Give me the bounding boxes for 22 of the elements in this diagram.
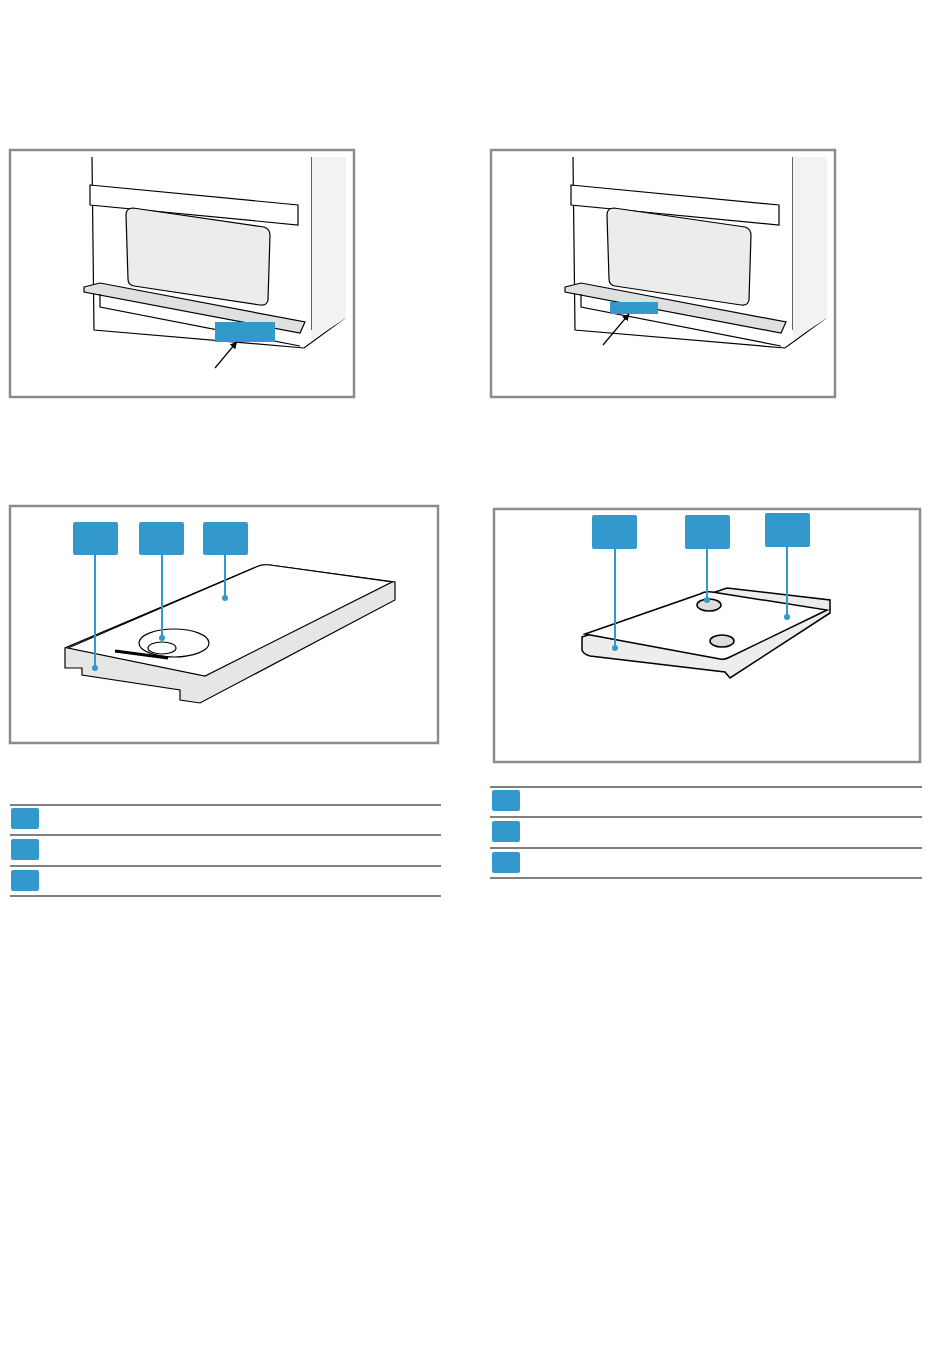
leader-line xyxy=(704,548,710,603)
callout-box xyxy=(11,808,39,829)
leader-line xyxy=(612,548,618,651)
arrow xyxy=(602,313,630,346)
leader-line xyxy=(159,554,165,641)
callout-box xyxy=(492,790,520,811)
leader-line xyxy=(222,554,228,601)
callout-box xyxy=(592,515,637,549)
highlighted-part xyxy=(610,302,658,314)
callout-box xyxy=(73,522,118,555)
callout-box xyxy=(139,522,184,555)
callout-box xyxy=(492,852,520,873)
callout-box xyxy=(11,839,39,860)
callout-box xyxy=(492,821,520,842)
callout-box xyxy=(765,513,810,547)
highlighted-part xyxy=(215,322,275,342)
leader-line xyxy=(784,546,790,620)
arrow xyxy=(214,341,238,369)
leader-line xyxy=(92,554,98,671)
callout-box xyxy=(203,522,248,555)
callout-box xyxy=(685,515,730,549)
callout-box xyxy=(11,870,39,891)
